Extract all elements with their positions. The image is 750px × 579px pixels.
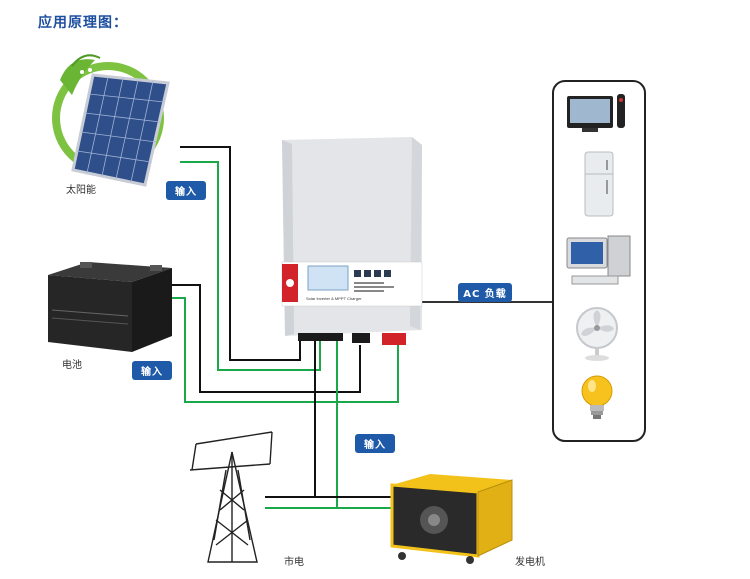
inverter-model-label: Solar Inverter & MPPT Charger: [306, 296, 362, 301]
battery-caption: 电池: [62, 360, 82, 371]
tv-icon: [567, 94, 625, 132]
inverter-lcd: [307, 265, 349, 291]
solar-input-badge: 输入: [166, 181, 206, 200]
computer-icon: [566, 235, 631, 285]
battery-icon: [48, 262, 172, 352]
solar-caption: 太阳能: [66, 185, 96, 196]
grid-input-badge: 输入: [355, 434, 395, 453]
battery-wire-black: [172, 284, 361, 393]
solar-wire-green: [180, 161, 321, 371]
lightbulb-icon: [581, 375, 613, 419]
inverter-buttons: [354, 270, 391, 277]
grid-wire-green: [265, 338, 338, 509]
solar-panel-icon: [52, 54, 170, 187]
power-tower-icon: [189, 431, 273, 563]
generator-icon: [390, 474, 513, 564]
load-panel: [552, 80, 646, 442]
wiring: [95, 146, 553, 509]
fan-icon: [576, 307, 618, 361]
page-title: 应用原理图：: [38, 15, 128, 31]
grid-caption: 市电: [284, 557, 304, 568]
generator-caption: 发电机: [515, 557, 545, 568]
solar-wire-black: [180, 146, 301, 361]
inverter-device: Solar Inverter & MPPT Charger: [281, 137, 423, 345]
battery-input-badge: 输入: [132, 361, 172, 380]
fridge-icon: [584, 151, 614, 217]
ac-load-badge: AC 负载: [458, 283, 512, 302]
grid-wire-black: [265, 338, 316, 498]
